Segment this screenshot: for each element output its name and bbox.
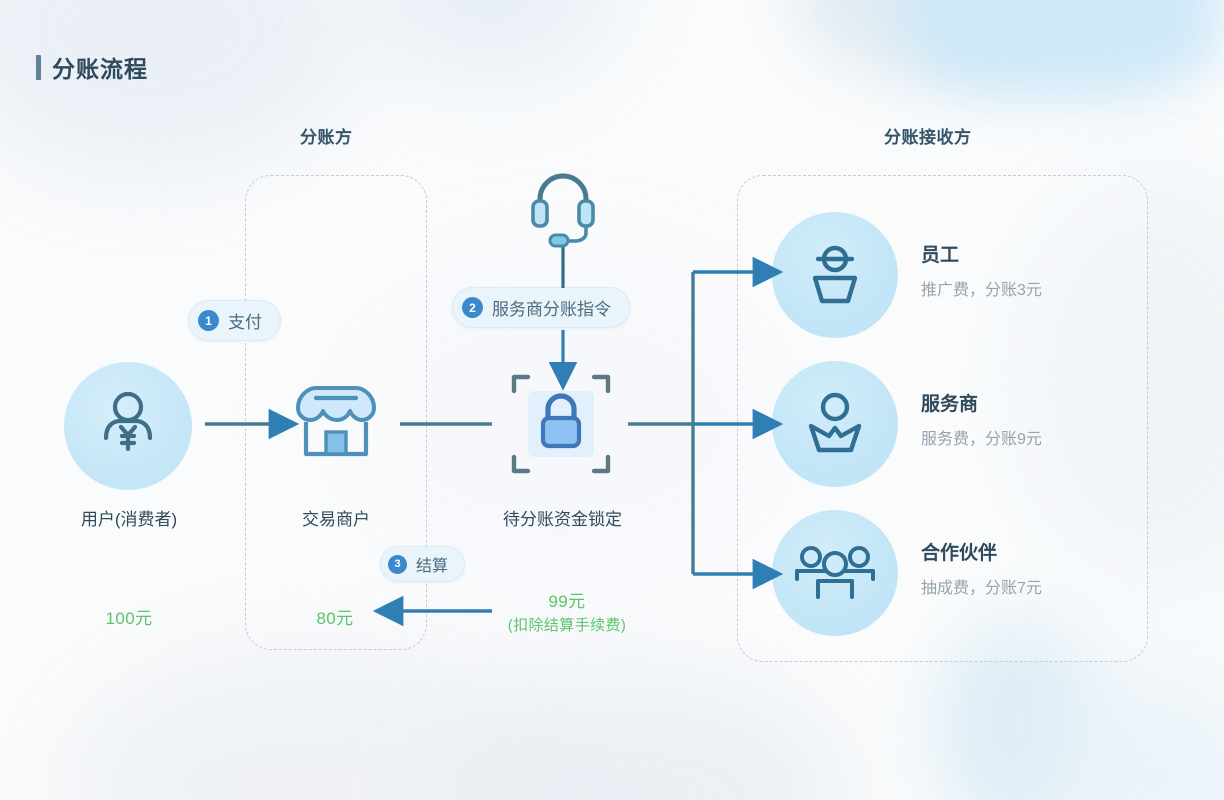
page-title-text: 分账流程 — [52, 56, 148, 82]
locked-funds-amount-note: (扣除结算手续费) — [507, 616, 627, 634]
receiver-partner-desc: 抽成费，分账7元 — [921, 580, 1042, 597]
locked-funds-node-label: 待分账资金锁定 — [503, 510, 622, 529]
user-avatar[interactable] — [64, 362, 192, 490]
employee-avatar[interactable] — [772, 212, 898, 338]
receiver-service-provider-text: 服务商 服务费，分账9元 — [921, 389, 1042, 449]
locked-funds-amount-value: 99元 — [548, 592, 586, 611]
step-badge-payment-number: 1 — [198, 310, 219, 331]
user-amount: 100元 — [105, 609, 153, 628]
receiver-service-provider-desc: 服务费，分账9元 — [921, 431, 1042, 448]
step-badge-settlement[interactable]: 3 结算 — [380, 546, 466, 582]
locked-funds-amount: 99元 (扣除结算手续费) — [452, 590, 682, 636]
service-provider-avatar[interactable] — [772, 361, 898, 487]
merchant-node-label: 交易商户 — [302, 510, 370, 529]
column-header-payer: 分账方 — [300, 128, 353, 147]
title-accent-bar — [36, 54, 41, 80]
receiver-partner-text: 合作伙伴 抽成费，分账7元 — [921, 538, 1042, 598]
step-badge-payment-label: 支付 — [228, 313, 262, 332]
page-title: 分账流程 — [36, 50, 148, 84]
receiver-employee-desc: 推广费，分账3元 — [921, 282, 1042, 299]
receiver-service-provider-name: 服务商 — [921, 394, 979, 415]
step-badge-split-instruction-number: 2 — [462, 297, 483, 318]
partner-avatar[interactable] — [772, 510, 898, 636]
receiver-employee-text: 员工 推广费，分账3元 — [921, 240, 1042, 300]
column-header-receiver: 分账接收方 — [884, 128, 972, 147]
step-badge-split-instruction-label: 服务商分账指令 — [492, 300, 611, 319]
user-node-label: 用户(消费者) — [80, 510, 178, 529]
step-badge-payment[interactable]: 1 支付 — [188, 300, 281, 341]
step-badge-split-instruction[interactable]: 2 服务商分账指令 — [452, 287, 630, 328]
merchant-amount: 80元 — [316, 609, 354, 628]
receiver-employee-name: 员工 — [921, 245, 960, 266]
step-badge-settlement-label: 结算 — [416, 558, 449, 575]
step-badge-settlement-number: 3 — [388, 554, 407, 574]
receiver-partner-name: 合作伙伴 — [921, 543, 998, 564]
